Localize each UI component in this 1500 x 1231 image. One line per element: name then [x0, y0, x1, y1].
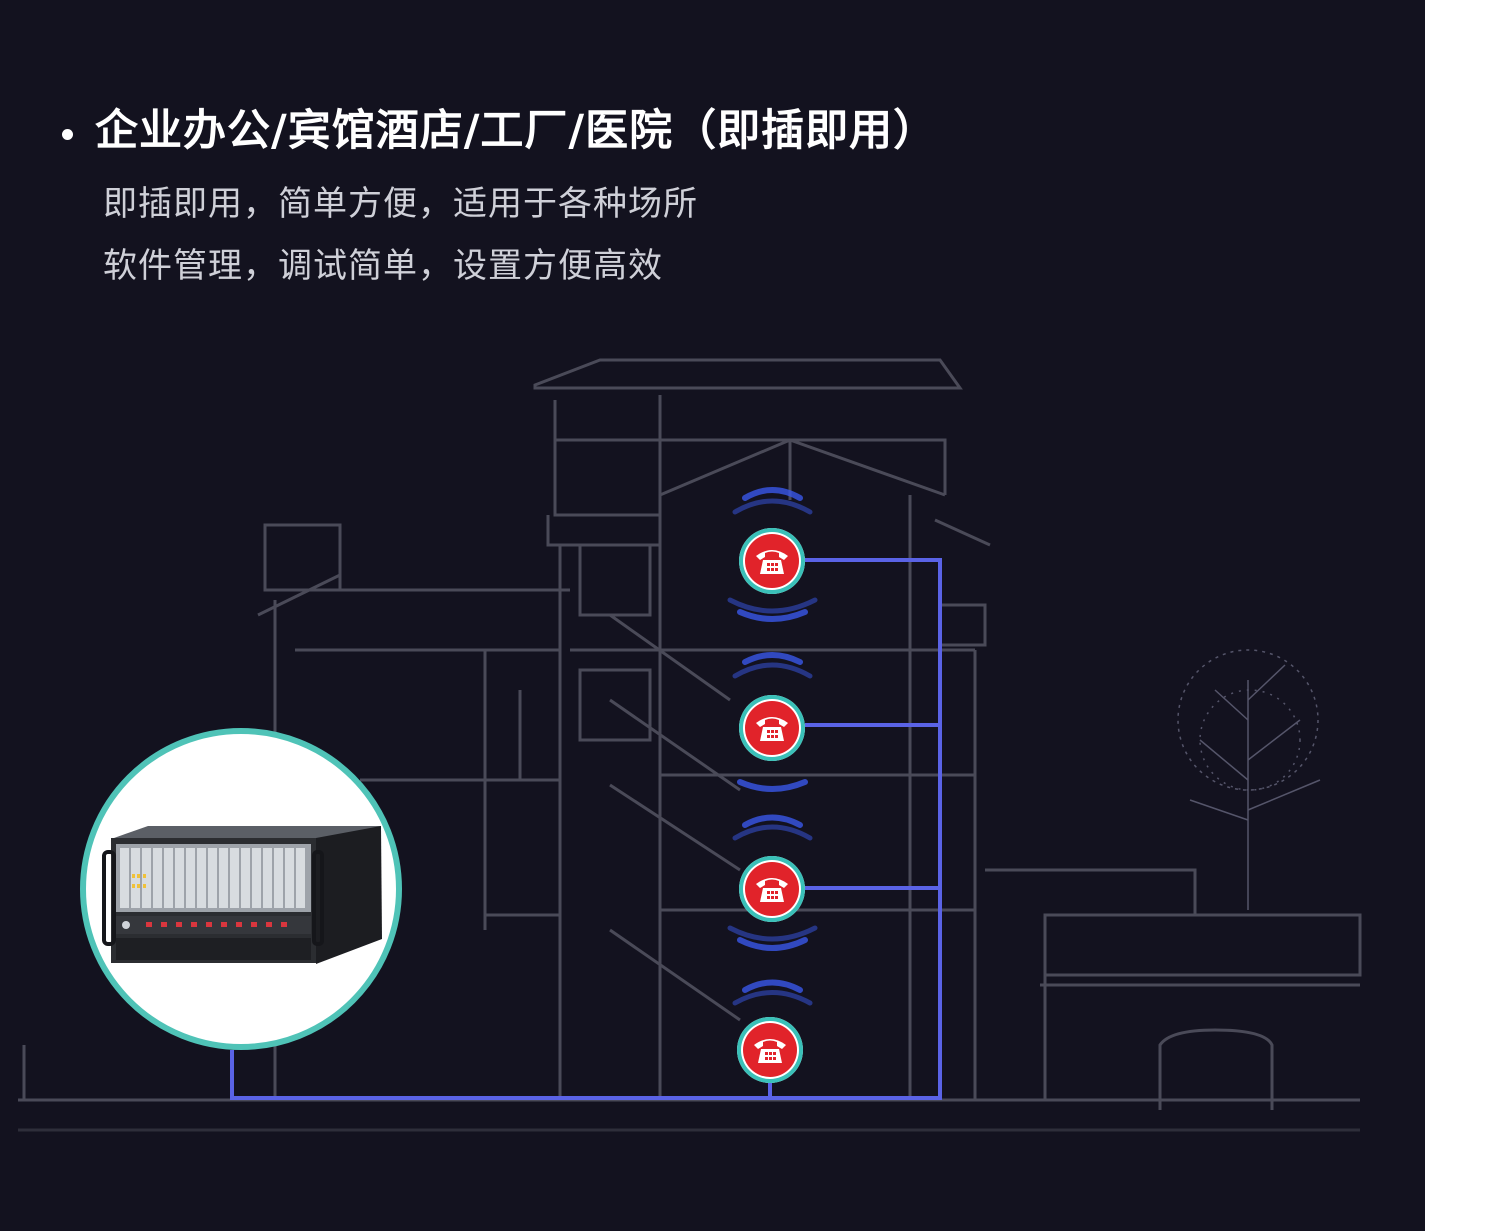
section-heading: 企业办公/宾馆酒店/工厂/医院（即插即用） — [62, 96, 937, 158]
hero-panel: 企业办公/宾馆酒店/工厂/医院（即插即用） 即插即用，简单方便，适用于各种场所 … — [0, 0, 1425, 1231]
telephone-icon — [739, 695, 805, 761]
bullet-dot — [62, 128, 73, 140]
telephone-icon — [739, 528, 805, 594]
telephone-icon — [739, 856, 805, 922]
tree-illustration — [1177, 649, 1321, 910]
pbx-device-image — [80, 728, 402, 1050]
page-title: 企业办公/宾馆酒店/工厂/医院（即插即用） — [95, 106, 938, 156]
building-illustration — [18, 358, 1362, 1132]
page-margin — [1425, 0, 1500, 1231]
telephone-icon — [737, 1017, 803, 1083]
description-line-1: 即插即用，简单方便，适用于各种场所 — [103, 184, 698, 224]
description-line-2: 软件管理，调试简单，设置方便高效 — [103, 246, 663, 286]
